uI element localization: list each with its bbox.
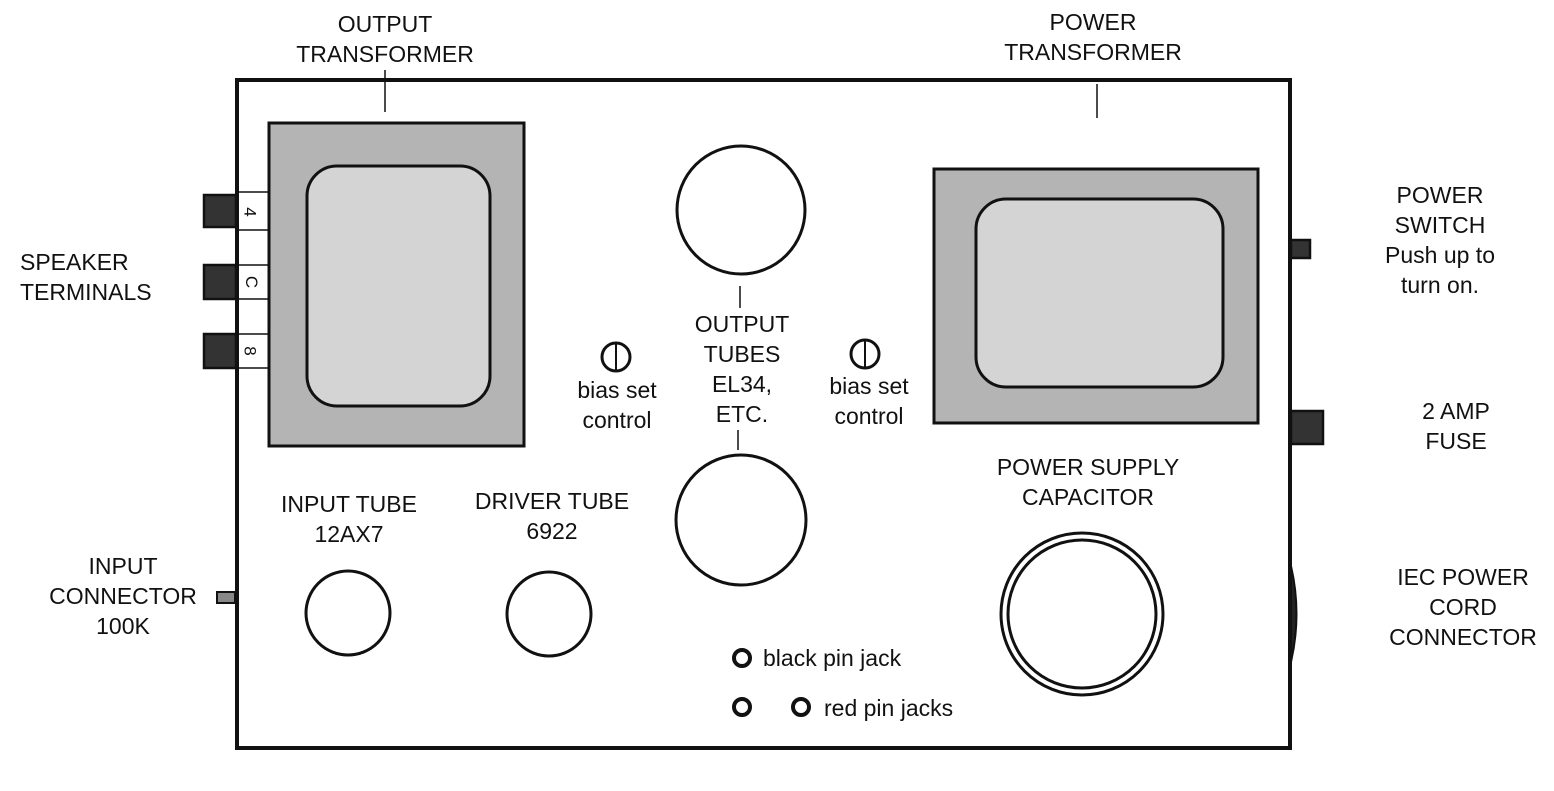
speaker-terminal-c[interactable] bbox=[202, 263, 238, 301]
driver-tube bbox=[505, 570, 593, 658]
red-pin-jacks-label: red pin jacks bbox=[824, 695, 954, 721]
terminal-mark-c: C bbox=[242, 275, 262, 289]
black-pin-jack-label: black pin jack bbox=[763, 645, 902, 671]
input-tube bbox=[304, 569, 392, 657]
speaker-terminal-4[interactable] bbox=[202, 193, 238, 229]
fuse-holder[interactable] bbox=[1289, 409, 1325, 446]
power-supply-capacitor-inner bbox=[1006, 538, 1158, 690]
speaker-terminal-8[interactable] bbox=[202, 332, 238, 370]
power-switch[interactable] bbox=[1289, 238, 1312, 260]
red-pin-jack-1[interactable] bbox=[732, 697, 752, 717]
power-transformer-core bbox=[974, 197, 1225, 389]
iec-power-cord-connector[interactable] bbox=[1290, 565, 1298, 663]
output-transformer-core bbox=[305, 164, 492, 408]
red-pin-jack-2[interactable] bbox=[791, 697, 811, 717]
terminal-mark-4: 4 bbox=[240, 207, 260, 217]
output-tube-top bbox=[675, 144, 807, 276]
output-tube-bottom bbox=[674, 453, 808, 587]
black-pin-jack[interactable] bbox=[732, 648, 752, 668]
input-connector-jack[interactable] bbox=[216, 591, 236, 604]
terminal-mark-8: 8 bbox=[240, 346, 260, 356]
